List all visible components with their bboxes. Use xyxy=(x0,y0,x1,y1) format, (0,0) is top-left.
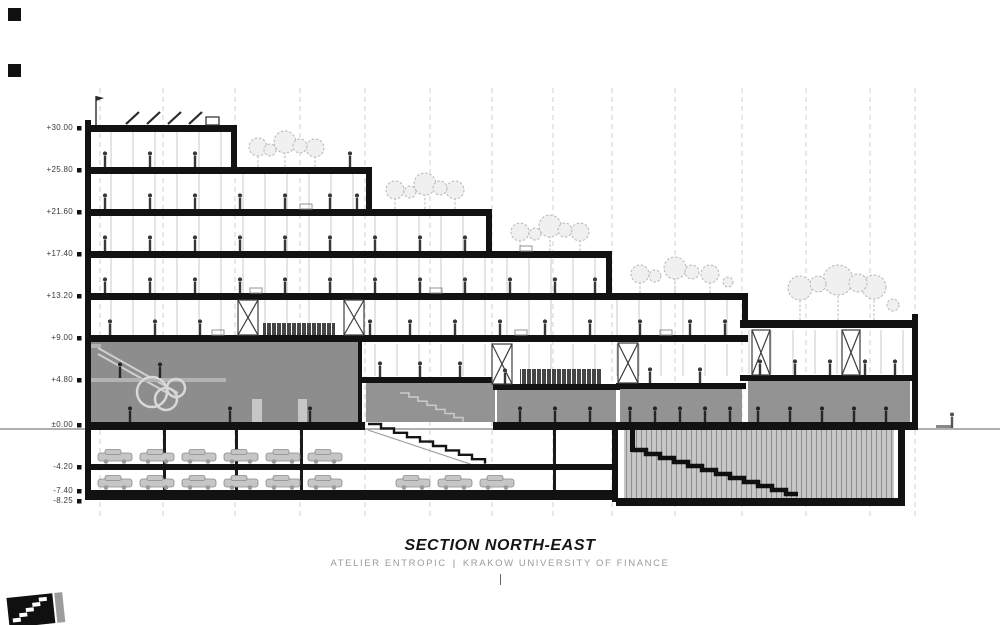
elevation-label: +30.00 xyxy=(47,123,74,132)
auditorium-steps xyxy=(632,447,798,497)
vegetation xyxy=(248,130,900,320)
tree-cluster xyxy=(248,130,325,167)
braced-frames xyxy=(237,299,861,385)
solar-panels xyxy=(125,111,203,125)
studio-logo xyxy=(0,587,1000,625)
subtitle-separator: | xyxy=(452,558,457,569)
drawing-subtitle: ATELIER ENTROPIC | KRAKOW UNIVERSITY OF FI… xyxy=(0,558,1000,569)
elevation-label: +13.20 xyxy=(47,291,74,300)
drawing-title: SECTION NORTH-EAST xyxy=(404,537,596,554)
tree-cluster xyxy=(787,264,900,320)
elevation-scale: +30.00 +25.80 +21.60 +17.40 +13.20 +9.00… xyxy=(47,123,82,505)
elevation-label: -7.40 xyxy=(53,486,73,495)
ring-sculpture xyxy=(135,375,187,412)
main-stair xyxy=(367,422,487,470)
elevation-label: +21.60 xyxy=(47,207,74,216)
section-drawing: +30.00 +25.80 +21.60 +17.40 +13.20 +9.00… xyxy=(0,8,1000,518)
elevation-label: ±0.00 xyxy=(52,420,74,429)
interior-stair xyxy=(400,392,464,422)
tree-cluster xyxy=(510,214,590,251)
elevation-label: +25.80 xyxy=(47,165,74,174)
bench xyxy=(936,425,952,428)
tree-cluster xyxy=(630,256,734,293)
mezzanine-bridge xyxy=(91,378,226,382)
atrium-details xyxy=(91,344,464,422)
elevation-label: -4.20 xyxy=(53,462,73,471)
door-opening xyxy=(252,399,262,422)
roof-equipment xyxy=(95,96,220,126)
elevation-label: +9.00 xyxy=(51,333,73,342)
drawing-markers xyxy=(8,8,21,77)
structure-walls xyxy=(85,120,918,506)
project-name: KRAKOW UNIVERSITY OF FINANCE xyxy=(462,558,670,569)
stair-logo-icon xyxy=(6,592,66,625)
door-opening xyxy=(298,399,307,422)
basement-parking xyxy=(97,422,556,491)
auditorium xyxy=(624,430,894,498)
title-block: SECTION NORTH-EAST ATELIER ENTROPIC | KRAK… xyxy=(0,537,1000,625)
section-cut-zones xyxy=(91,342,910,422)
elevation-label: +17.40 xyxy=(47,249,74,258)
studio-name: ATELIER ENTROPIC xyxy=(330,558,447,569)
rooftop-unit xyxy=(205,116,220,126)
flag xyxy=(96,96,104,101)
elevation-label: +4.80 xyxy=(51,375,73,384)
elevation-label: -8.25 xyxy=(53,496,73,505)
site-entourage xyxy=(936,412,955,428)
structure-slabs xyxy=(85,125,918,506)
seating-row-blocks xyxy=(263,323,602,384)
separator-line xyxy=(499,574,501,585)
tree-cluster xyxy=(385,172,465,209)
